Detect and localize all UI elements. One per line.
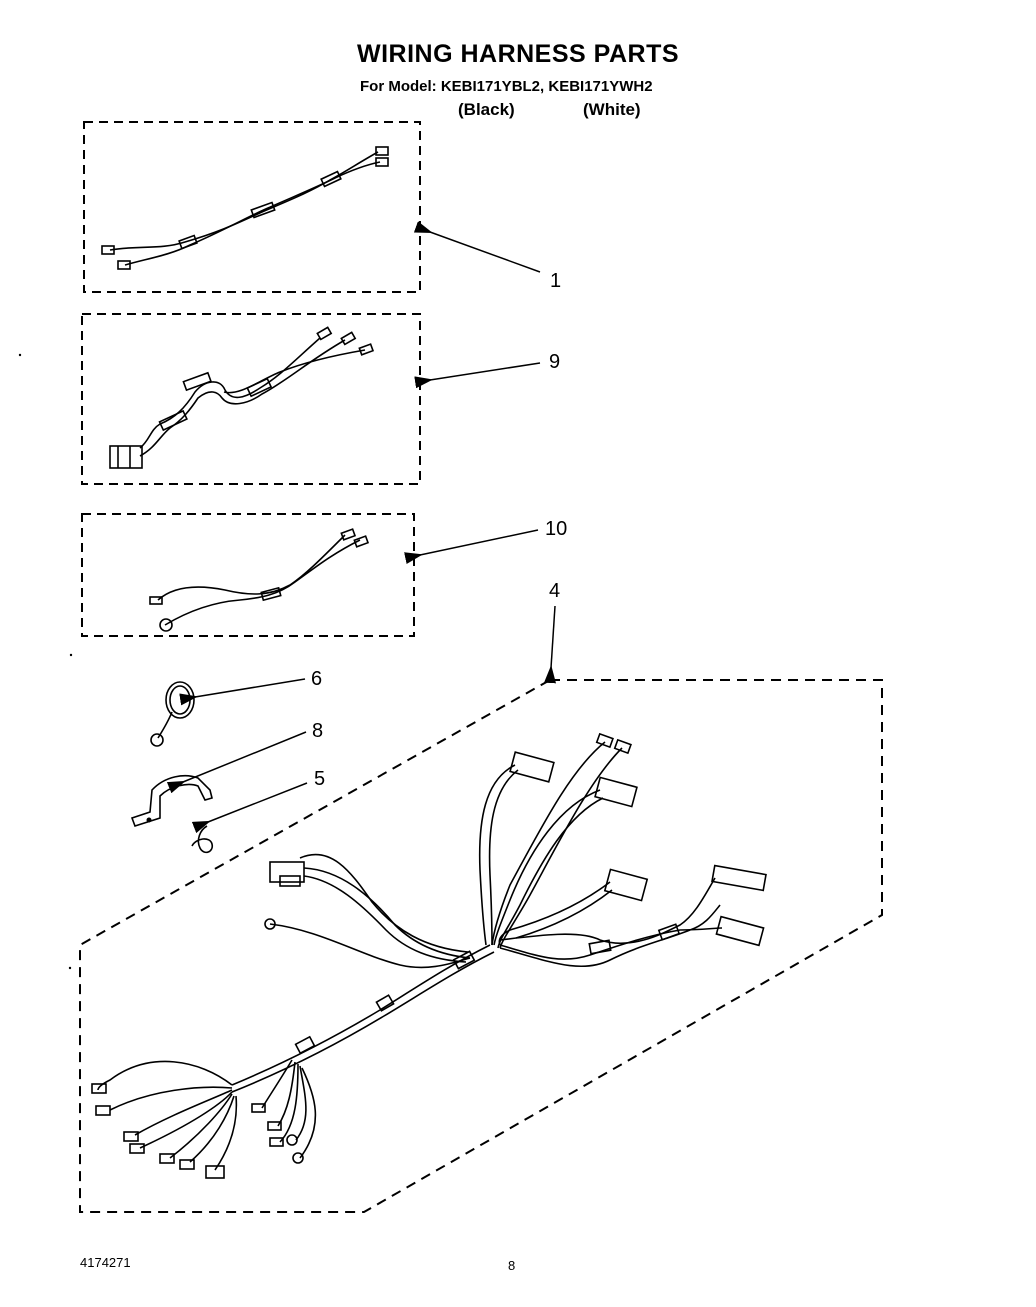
part-10-box <box>81 513 415 637</box>
part-5-callout: 5 <box>314 768 325 790</box>
part-8-callout: 8 <box>312 720 323 742</box>
part-9-callout: 9 <box>549 351 560 373</box>
part-9-leader <box>414 362 541 389</box>
part-9-group: 9 <box>81 313 560 485</box>
part-8-group: 8 <box>130 720 323 827</box>
part-1-callout: 1 <box>550 270 561 292</box>
page-number: 8 <box>508 1258 516 1273</box>
color-label-white: (White) <box>583 100 641 119</box>
part-6-ring-terminal <box>150 681 195 747</box>
part-6-leader <box>179 678 306 706</box>
part-6-group: 6 <box>150 668 322 747</box>
part-4-harness <box>91 732 767 1179</box>
part-9-box <box>81 313 421 485</box>
part-9-harness <box>109 326 375 469</box>
part-10-callout: 10 <box>545 518 567 540</box>
part-1-harness <box>101 146 389 270</box>
page-title: WIRING HARNESS PARTS <box>356 40 680 68</box>
part-8-clamp <box>130 774 213 827</box>
part-1-group: 1 <box>83 121 561 293</box>
part-5-group: 5 <box>191 768 325 854</box>
part-4-callout: 4 <box>549 580 560 602</box>
part-6-callout: 6 <box>311 668 322 690</box>
color-label-black: (Black) <box>458 100 515 119</box>
model-line: For Model: KEBI171YBL2, KEBI171YWH2 <box>360 78 653 95</box>
part-8-leader <box>166 731 307 794</box>
part-1-box <box>83 121 421 293</box>
part-10-leader <box>404 529 539 564</box>
part-10-group: 10 <box>81 513 567 637</box>
part-5-tie <box>191 825 214 854</box>
part-4-box <box>79 679 883 1213</box>
part-5-leader <box>191 782 308 834</box>
part-1-leader <box>413 221 541 273</box>
document-number: 4174271 <box>80 1255 131 1270</box>
part-4-group: 4 <box>79 580 883 1213</box>
part-10-harness <box>149 528 370 632</box>
part-4-leader <box>544 605 557 684</box>
